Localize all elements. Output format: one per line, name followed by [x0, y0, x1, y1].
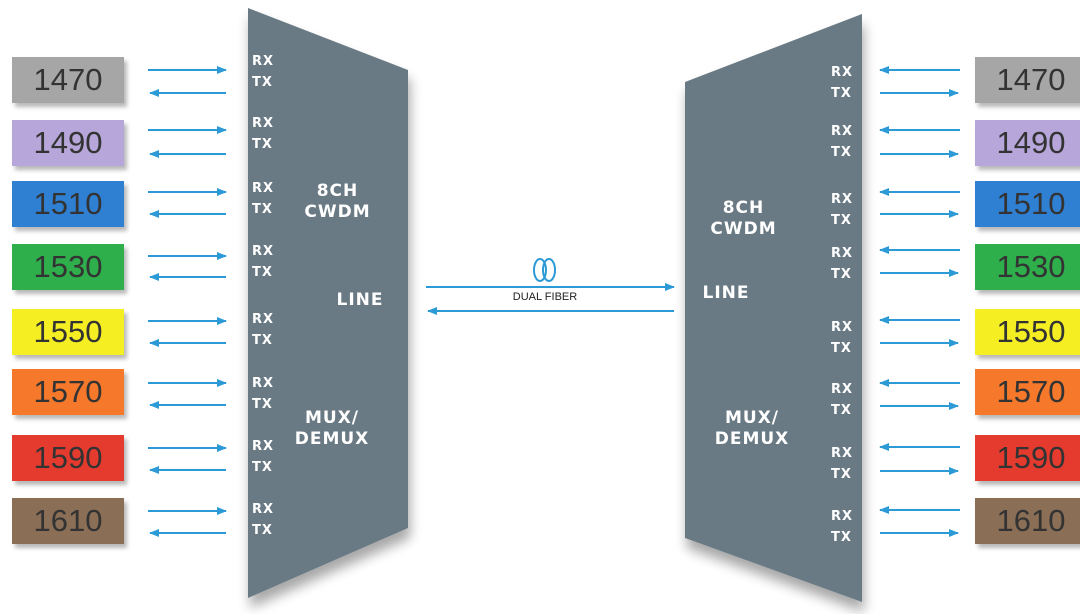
right-port-rx-1610: RX: [831, 509, 854, 524]
left-port-tx-1470: TX: [252, 75, 273, 90]
right-port-tx-1570: TX: [831, 403, 852, 418]
left-port-tx-1610: TX: [252, 523, 273, 538]
left-mux-body: [248, 8, 408, 598]
right-port-rx-1550: RX: [831, 320, 854, 335]
channel-chip-right-1610: 1610: [975, 498, 1080, 544]
left-port-rx-1510: RX: [252, 181, 275, 196]
right-port-rx-1490: RX: [831, 124, 854, 139]
left-port-rx-1490: RX: [252, 116, 275, 131]
right-port-tx-1490: TX: [831, 145, 852, 160]
right-mux-function: MUX/ DEMUX: [714, 408, 790, 449]
right-port-rx-1570: RX: [831, 382, 854, 397]
channel-chip-left-1470: 1470: [12, 57, 124, 103]
left-port-tx-1490: TX: [252, 137, 273, 152]
right-mux-body: [685, 14, 862, 602]
right-port-tx-1470: TX: [831, 86, 852, 101]
channel-chip-right-1470: 1470: [975, 57, 1080, 103]
left-port-rx-1530: RX: [252, 244, 275, 259]
left-port-rx-1590: RX: [252, 439, 275, 454]
left-channel-arrows: [148, 66, 227, 537]
channel-chip-right-1570: 1570: [975, 369, 1080, 415]
channel-chip-right-1590: 1590: [975, 435, 1080, 481]
right-port-tx-1550: TX: [831, 341, 852, 356]
channel-chip-right-1510: 1510: [975, 181, 1080, 227]
channel-chip-left-1570: 1570: [12, 369, 124, 415]
left-mux-function: MUX/ DEMUX: [294, 408, 370, 449]
left-port-rx-1470: RX: [252, 54, 275, 69]
channel-chip-right-1550: 1550: [975, 309, 1080, 355]
channel-chip-left-1550: 1550: [12, 309, 124, 355]
left-port-tx-1530: TX: [252, 265, 273, 280]
left-port-rx-1610: RX: [252, 502, 275, 517]
left-port-tx-1570: TX: [252, 397, 273, 412]
left-port-tx-1550: TX: [252, 333, 273, 348]
fiber-coil-icon: [533, 258, 556, 282]
channel-chip-left-1510: 1510: [12, 181, 124, 227]
right-port-rx-1590: RX: [831, 446, 854, 461]
left-port-tx-1590: TX: [252, 460, 273, 475]
channel-chip-left-1490: 1490: [12, 120, 124, 166]
right-mux-line-label: LINE: [702, 283, 750, 303]
channel-chip-right-1490: 1490: [975, 120, 1080, 166]
right-port-tx-1590: TX: [831, 467, 852, 482]
right-mux-title: 8CH CWDM: [710, 198, 777, 239]
right-port-rx-1510: RX: [831, 192, 854, 207]
left-port-tx-1510: TX: [252, 202, 273, 217]
channel-chip-right-1530: 1530: [975, 244, 1080, 290]
left-port-rx-1550: RX: [252, 312, 275, 327]
channel-chip-left-1590: 1590: [12, 435, 124, 481]
channel-chip-left-1610: 1610: [12, 498, 124, 544]
right-port-tx-1530: TX: [831, 267, 852, 282]
right-port-rx-1530: RX: [831, 246, 854, 261]
right-channel-arrows: [879, 66, 960, 537]
left-port-rx-1570: RX: [252, 376, 275, 391]
right-port-tx-1610: TX: [831, 530, 852, 545]
dual-fiber-label: DUAL FIBER: [512, 291, 578, 303]
right-port-tx-1510: TX: [831, 213, 852, 228]
left-mux-title: 8CH CWDM: [304, 181, 371, 222]
right-port-rx-1470: RX: [831, 65, 854, 80]
left-mux-line-label: LINE: [336, 290, 384, 310]
channel-chip-left-1530: 1530: [12, 244, 124, 290]
